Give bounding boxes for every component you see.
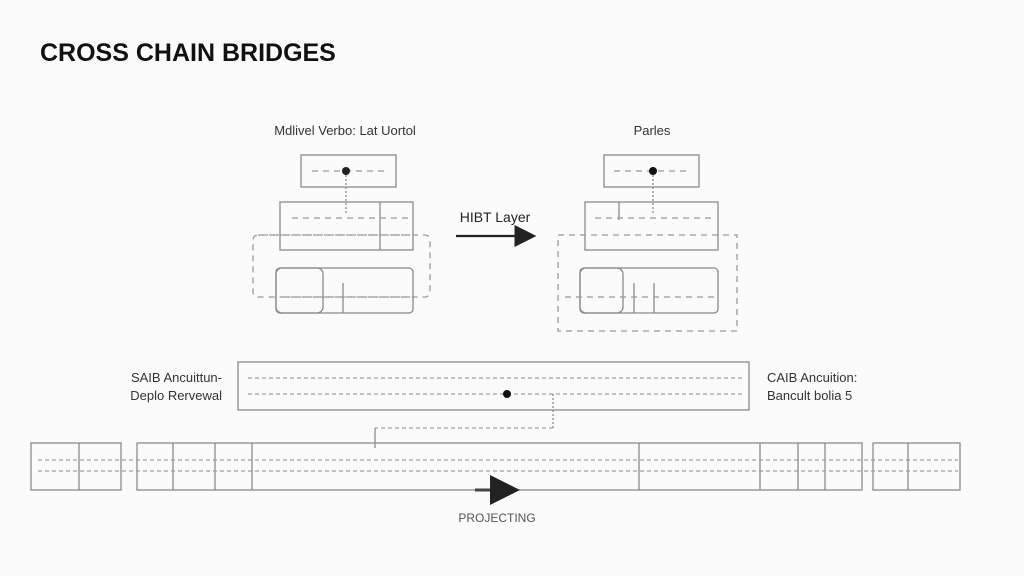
left-top-node <box>300 154 397 188</box>
page-title: CROSS CHAIN BRIDGES <box>40 39 336 67</box>
right-bottom-node <box>579 267 719 314</box>
left-node-dot <box>342 167 350 175</box>
middle-left-label-2: Deplo Rervewal <box>130 388 222 403</box>
middle-bridge-bar: SAIB Ancuittun- Deplo Rervewal CAIB Ancu… <box>130 361 857 448</box>
right-diagram-label: Parles <box>634 123 671 138</box>
middle-right-label-2: Bancult bolia 5 <box>767 388 852 403</box>
left-middle-node <box>279 201 414 251</box>
transition-label: HIBT Layer <box>460 209 531 225</box>
bottom-chain-row: PROJECTING <box>30 442 961 525</box>
left-loop <box>252 234 431 298</box>
left-chain-diagram: Mdlivel Verbo: Lat Uortol <box>252 123 431 314</box>
right-node-dot <box>649 167 657 175</box>
right-top-node <box>603 154 700 188</box>
bridge-dot <box>503 390 511 398</box>
bottom-caption: PROJECTING <box>458 511 535 525</box>
right-loop <box>557 234 738 332</box>
middle-right-label-1: CAIB Ancuition: <box>767 370 857 385</box>
middle-left-label-1: SAIB Ancuittun- <box>131 370 222 385</box>
left-diagram-label: Mdlivel Verbo: Lat Uortol <box>274 123 416 138</box>
right-chain-diagram: Parles <box>557 123 738 332</box>
left-bottom-node <box>275 267 414 314</box>
right-middle-node <box>584 201 719 251</box>
